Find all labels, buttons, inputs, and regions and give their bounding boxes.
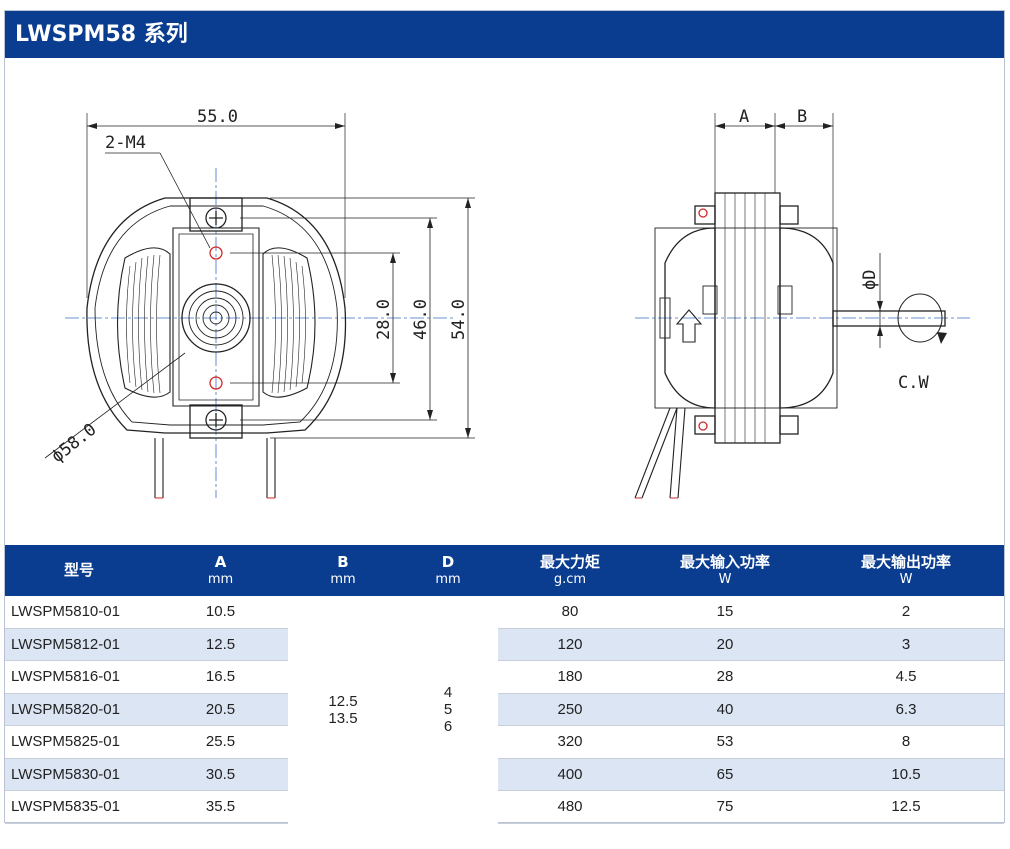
- cell-model: LWSPM5820-01: [5, 693, 153, 726]
- cell-output: 12.5: [808, 790, 1004, 824]
- technical-drawing: 55.0 2-M4 ϕ58.0 28.0 46.0 54.0: [5, 58, 1004, 545]
- side-view: [634, 113, 970, 499]
- cell-output: 3: [808, 628, 1004, 661]
- cell-input: 75: [642, 790, 808, 824]
- dim-a-label: A: [739, 107, 749, 127]
- cell-torque: 120: [498, 628, 642, 661]
- cell-a: 20.5: [153, 693, 288, 726]
- cell-input: 15: [642, 596, 808, 629]
- cell-a: 12.5: [153, 628, 288, 661]
- cell-torque: 180: [498, 660, 642, 694]
- cell-torque: 250: [498, 693, 642, 726]
- cell-input: 53: [642, 725, 808, 759]
- diameter-label: ϕ58.0: [48, 420, 101, 467]
- table-row: LWSPM5816-01 16.5 180 28 4.5: [5, 660, 1004, 694]
- table-row: LWSPM5820-01 20.5 250 40 6.3: [5, 693, 1004, 726]
- d-value: 5: [443, 701, 453, 718]
- cell-torque: 400: [498, 758, 642, 791]
- table-row: LWSPM5825-01 25.5 320 53 8: [5, 725, 1004, 759]
- cell-output: 2: [808, 596, 1004, 629]
- cell-output: 4.5: [808, 660, 1004, 694]
- dim-54-label: 54.0: [449, 299, 469, 340]
- b-value: 13.5: [328, 709, 358, 727]
- cell-input: 65: [642, 758, 808, 791]
- hole-spec-label: 2-M4: [105, 133, 146, 153]
- cell-a: 16.5: [153, 660, 288, 694]
- cell-model: LWSPM5816-01: [5, 660, 153, 694]
- cell-a: 10.5: [153, 596, 288, 629]
- motor-drawing-svg: 55.0 2-M4 ϕ58.0 28.0 46.0 54.0: [44, 107, 970, 499]
- cell-torque: 480: [498, 790, 642, 824]
- front-view: [44, 113, 475, 499]
- cell-torque: 80: [498, 596, 642, 629]
- cell-output: 6.3: [808, 693, 1004, 726]
- table-row: LWSPM5835-01 35.5 480 75 12.5: [5, 790, 1004, 824]
- dim-28-label: 28.0: [374, 299, 394, 340]
- cell-input: 20: [642, 628, 808, 661]
- dim-b-label: B: [797, 107, 807, 127]
- col-header-model: 型号: [5, 545, 153, 596]
- cell-b-merged: 12.5 13.5: [288, 596, 398, 823]
- cell-d-merged: 4 5 6: [398, 596, 498, 823]
- table-row: LWSPM5812-01 12.5 120 20 3: [5, 628, 1004, 661]
- cell-a: 35.5: [153, 790, 288, 824]
- table-row: LWSPM5810-01 10.5 12.5 13.5 4 5 6 80 15 …: [5, 596, 1004, 823]
- cell-model: LWSPM5812-01: [5, 628, 153, 661]
- dim-d-label: ϕD: [860, 270, 880, 290]
- cell-model: LWSPM5830-01: [5, 758, 153, 791]
- cell-model: LWSPM5810-01: [5, 596, 153, 629]
- cell-model: LWSPM5835-01: [5, 790, 153, 824]
- cell-output: 10.5: [808, 758, 1004, 791]
- page-title: LWSPM58 系列: [5, 11, 1004, 58]
- dim-width-label: 55.0: [197, 107, 238, 127]
- cell-a: 25.5: [153, 725, 288, 759]
- cell-torque: 320: [498, 725, 642, 759]
- cell-a: 30.5: [153, 758, 288, 791]
- dim-46-label: 46.0: [411, 299, 431, 340]
- d-value: 4: [443, 684, 453, 701]
- b-value: 12.5: [328, 692, 358, 710]
- cell-input: 40: [642, 693, 808, 726]
- spec-sheet: LWSPM58 系列: [4, 10, 1005, 824]
- cell-model: LWSPM5825-01: [5, 725, 153, 759]
- cell-input: 28: [642, 660, 808, 694]
- cell-output: 8: [808, 725, 1004, 759]
- table-row: LWSPM5830-01 30.5 400 65 10.5: [5, 758, 1004, 791]
- d-value: 6: [443, 718, 453, 735]
- rotation-label: C.W: [898, 373, 929, 393]
